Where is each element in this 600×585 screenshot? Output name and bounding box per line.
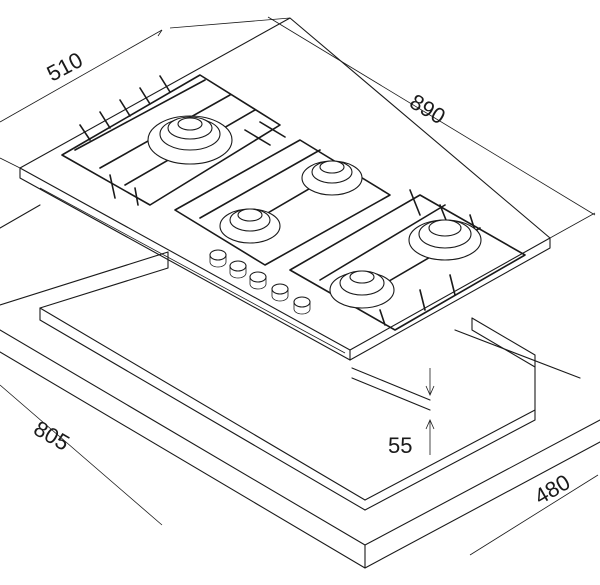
label-cutout-width: 805	[30, 416, 74, 456]
label-hob-height: 55	[388, 433, 412, 458]
burners	[147, 115, 482, 309]
burner-rear-right	[301, 160, 363, 196]
wok-burner	[147, 115, 233, 165]
cutout-outline	[0, 204, 581, 511]
burner-centre-left	[219, 208, 281, 244]
burner-right-large	[408, 219, 482, 261]
control-knobs	[209, 249, 311, 315]
dimension-lines	[0, 16, 599, 556]
dimension-labels: 510 890 805 480 55	[30, 47, 575, 509]
label-hob-depth: 510	[43, 47, 87, 86]
countertop	[0, 204, 600, 569]
hob-body	[19, 17, 551, 361]
burner-front	[329, 270, 395, 309]
pan-supports	[61, 74, 526, 331]
label-cutout-depth: 480	[530, 469, 574, 509]
